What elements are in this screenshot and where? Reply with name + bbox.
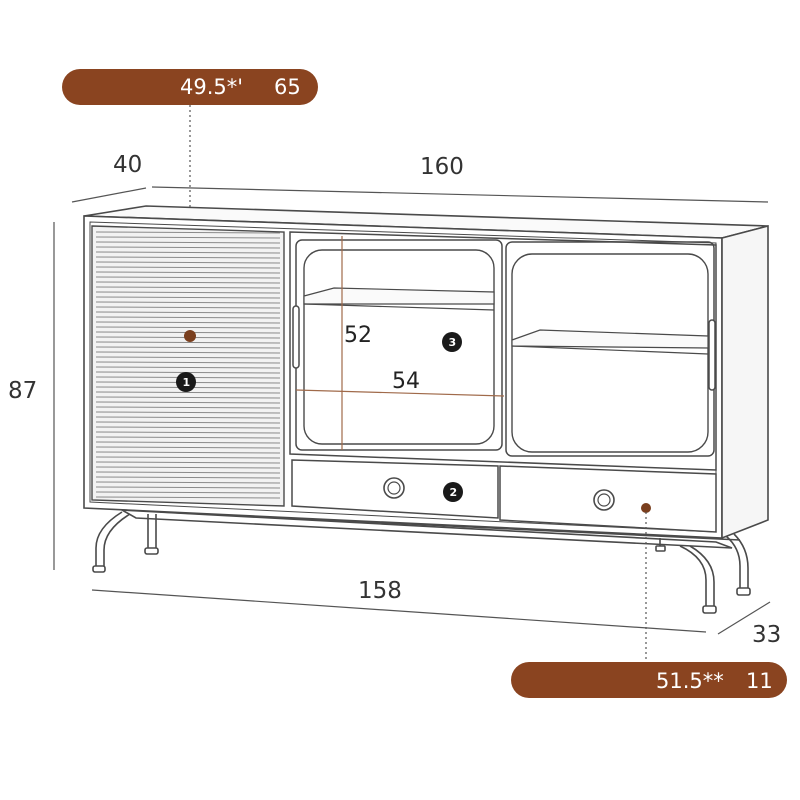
door-rib xyxy=(95,301,281,304)
door-rib xyxy=(95,306,281,309)
door-rib xyxy=(95,231,281,234)
bottom-dimensions: 158 33 xyxy=(91,578,781,648)
door-rib xyxy=(95,401,281,404)
door-rib xyxy=(95,436,281,439)
door-rib xyxy=(95,416,281,419)
door-rib xyxy=(95,251,281,254)
glass-left-shelf xyxy=(303,287,495,305)
door-rib xyxy=(95,366,281,369)
door-rib xyxy=(95,426,281,429)
door-rib xyxy=(95,261,281,264)
depth-bottom-line xyxy=(717,601,771,635)
door-rib xyxy=(95,466,281,469)
depth-top-label: 40 xyxy=(113,152,142,178)
door-rib xyxy=(95,411,281,414)
door-rib xyxy=(95,276,281,279)
ribbed-door: 1 xyxy=(91,225,285,507)
leg-front-right xyxy=(679,545,707,608)
door-rib xyxy=(95,446,281,449)
door-rib xyxy=(95,271,281,274)
metal-frame xyxy=(92,509,751,614)
top-callout-second: 65 xyxy=(274,75,301,99)
door-rib xyxy=(95,316,281,319)
door-rib xyxy=(95,286,281,289)
door-rib xyxy=(95,481,281,484)
bottom-callout: 51.5** 11 xyxy=(511,512,787,698)
door-rib xyxy=(95,266,281,269)
door-rib xyxy=(95,321,281,324)
ribbed-door-panel xyxy=(91,225,285,507)
depth-top-line xyxy=(71,187,147,203)
door-rib xyxy=(95,346,281,349)
badge-glass-cabinet-label: 3 xyxy=(449,336,457,349)
drawers xyxy=(291,459,717,533)
interior-dimensions: 52 54 3 xyxy=(295,236,505,450)
door-rib xyxy=(95,356,281,359)
leg-back-right xyxy=(725,535,741,590)
depth-bottom-label: 33 xyxy=(752,622,781,648)
door-rib xyxy=(95,351,281,354)
bottom-callout-second: 11 xyxy=(746,669,773,693)
door-rib xyxy=(95,491,281,494)
top-callout-pill xyxy=(62,69,318,105)
door-rib xyxy=(95,391,281,394)
door-rib xyxy=(95,461,281,464)
leg-front-left xyxy=(95,511,123,568)
door-rib xyxy=(95,341,281,344)
door-rib xyxy=(95,441,281,444)
badge-drawer xyxy=(443,482,463,502)
width-bottom-line xyxy=(91,589,707,633)
door-rib xyxy=(95,486,281,489)
height-label: 87 xyxy=(8,378,37,404)
door-rib xyxy=(95,406,281,409)
door-rib xyxy=(95,471,281,474)
door-rib xyxy=(95,451,281,454)
top-dimensions: 40 160 xyxy=(71,152,769,203)
top-callout: 49.5*' 65 xyxy=(62,69,318,330)
glass-cabinet xyxy=(289,231,717,471)
door-rib xyxy=(95,236,281,239)
bottom-callout-pill xyxy=(511,662,787,698)
door-rib xyxy=(95,256,281,259)
glass-section-frame xyxy=(289,231,717,471)
badge-door-label: 1 xyxy=(183,376,191,389)
glass-left-handle xyxy=(292,305,300,369)
height-dimension: 87 xyxy=(8,222,55,570)
door-rib xyxy=(95,296,281,299)
door-rib xyxy=(95,361,281,364)
base-rail xyxy=(121,509,733,549)
door-rib xyxy=(95,496,281,499)
door-rib xyxy=(95,311,281,314)
door-rib xyxy=(95,246,281,249)
badge-drawer-label: 2 xyxy=(450,486,458,499)
glass-right-handle xyxy=(708,319,716,391)
door-rib xyxy=(95,431,281,434)
door-knob-marker xyxy=(184,330,196,342)
door-rib xyxy=(95,241,281,244)
top-callout-value: 49.5*' xyxy=(180,75,243,99)
bottom-callout-value: 51.5** xyxy=(656,669,724,693)
shelf-width-label: 54 xyxy=(392,369,420,394)
door-rib xyxy=(95,476,281,479)
shelf-height-label: 52 xyxy=(344,323,372,348)
door-rib xyxy=(95,281,281,284)
badge-glass-cabinet xyxy=(442,332,462,352)
door-rib xyxy=(95,326,281,329)
badge-door xyxy=(176,372,196,392)
ribbed-door-ribs xyxy=(95,231,281,499)
door-rib xyxy=(95,396,281,399)
glass-right-shelf xyxy=(511,329,709,349)
door-rib xyxy=(95,291,281,294)
cabinet-side xyxy=(721,224,769,540)
width-bottom-label: 158 xyxy=(358,578,402,604)
glass-door-right-pane xyxy=(511,253,709,453)
shelf-width-line xyxy=(295,389,505,397)
width-top-line xyxy=(151,186,769,203)
door-rib xyxy=(95,421,281,424)
width-top-label: 160 xyxy=(420,154,464,180)
drawer-knob-marker xyxy=(641,503,651,513)
door-rib xyxy=(95,456,281,459)
glass-door-left-pane xyxy=(303,249,495,445)
